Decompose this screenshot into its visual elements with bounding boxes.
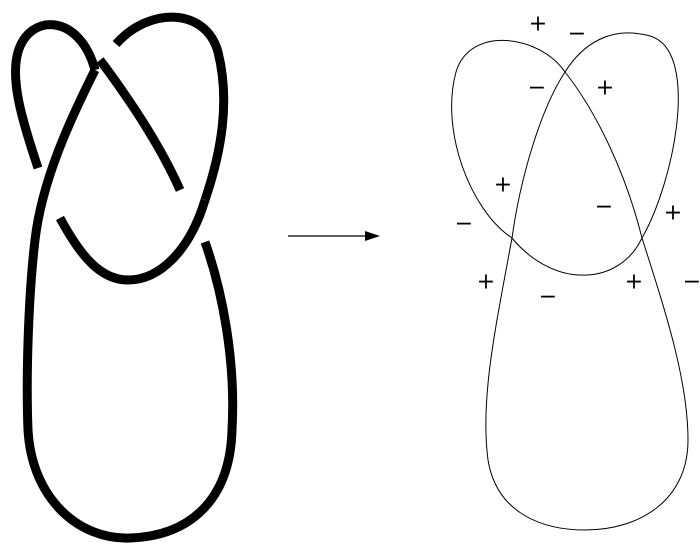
signed-curve-figure-loop: [485, 71, 689, 531]
transform-arrow: [288, 231, 380, 241]
crossing-signs: + − − + + − + − − + + −: [455, 12, 700, 310]
sign-left-2: −: [455, 212, 473, 237]
knot-strand-outer-loop: [22, 67, 238, 543]
sign-top-3: −: [528, 76, 546, 101]
knot-strand-lower-loop: [56, 198, 210, 285]
sign-left-4: −: [539, 285, 557, 310]
sign-right-3: +: [625, 270, 643, 295]
arrow-head-icon: [365, 231, 380, 241]
sign-right-4: −: [683, 270, 700, 295]
sign-top-2: −: [568, 22, 586, 47]
sign-top-1: +: [529, 12, 547, 37]
sign-right-2: +: [664, 201, 682, 226]
knot-strand-top-left: [11, 20, 100, 170]
knot-strand-diagonal: [96, 57, 185, 192]
sign-top-4: +: [596, 76, 614, 101]
knot-strand-top-right: [112, 12, 229, 202]
sign-right-1: −: [595, 195, 613, 220]
knot-diagram: [11, 12, 238, 543]
sign-left-3: +: [477, 270, 495, 295]
sign-left-1: +: [494, 173, 512, 198]
signed-curve-left-lobe: [451, 32, 679, 276]
signed-diagram: [451, 32, 689, 531]
